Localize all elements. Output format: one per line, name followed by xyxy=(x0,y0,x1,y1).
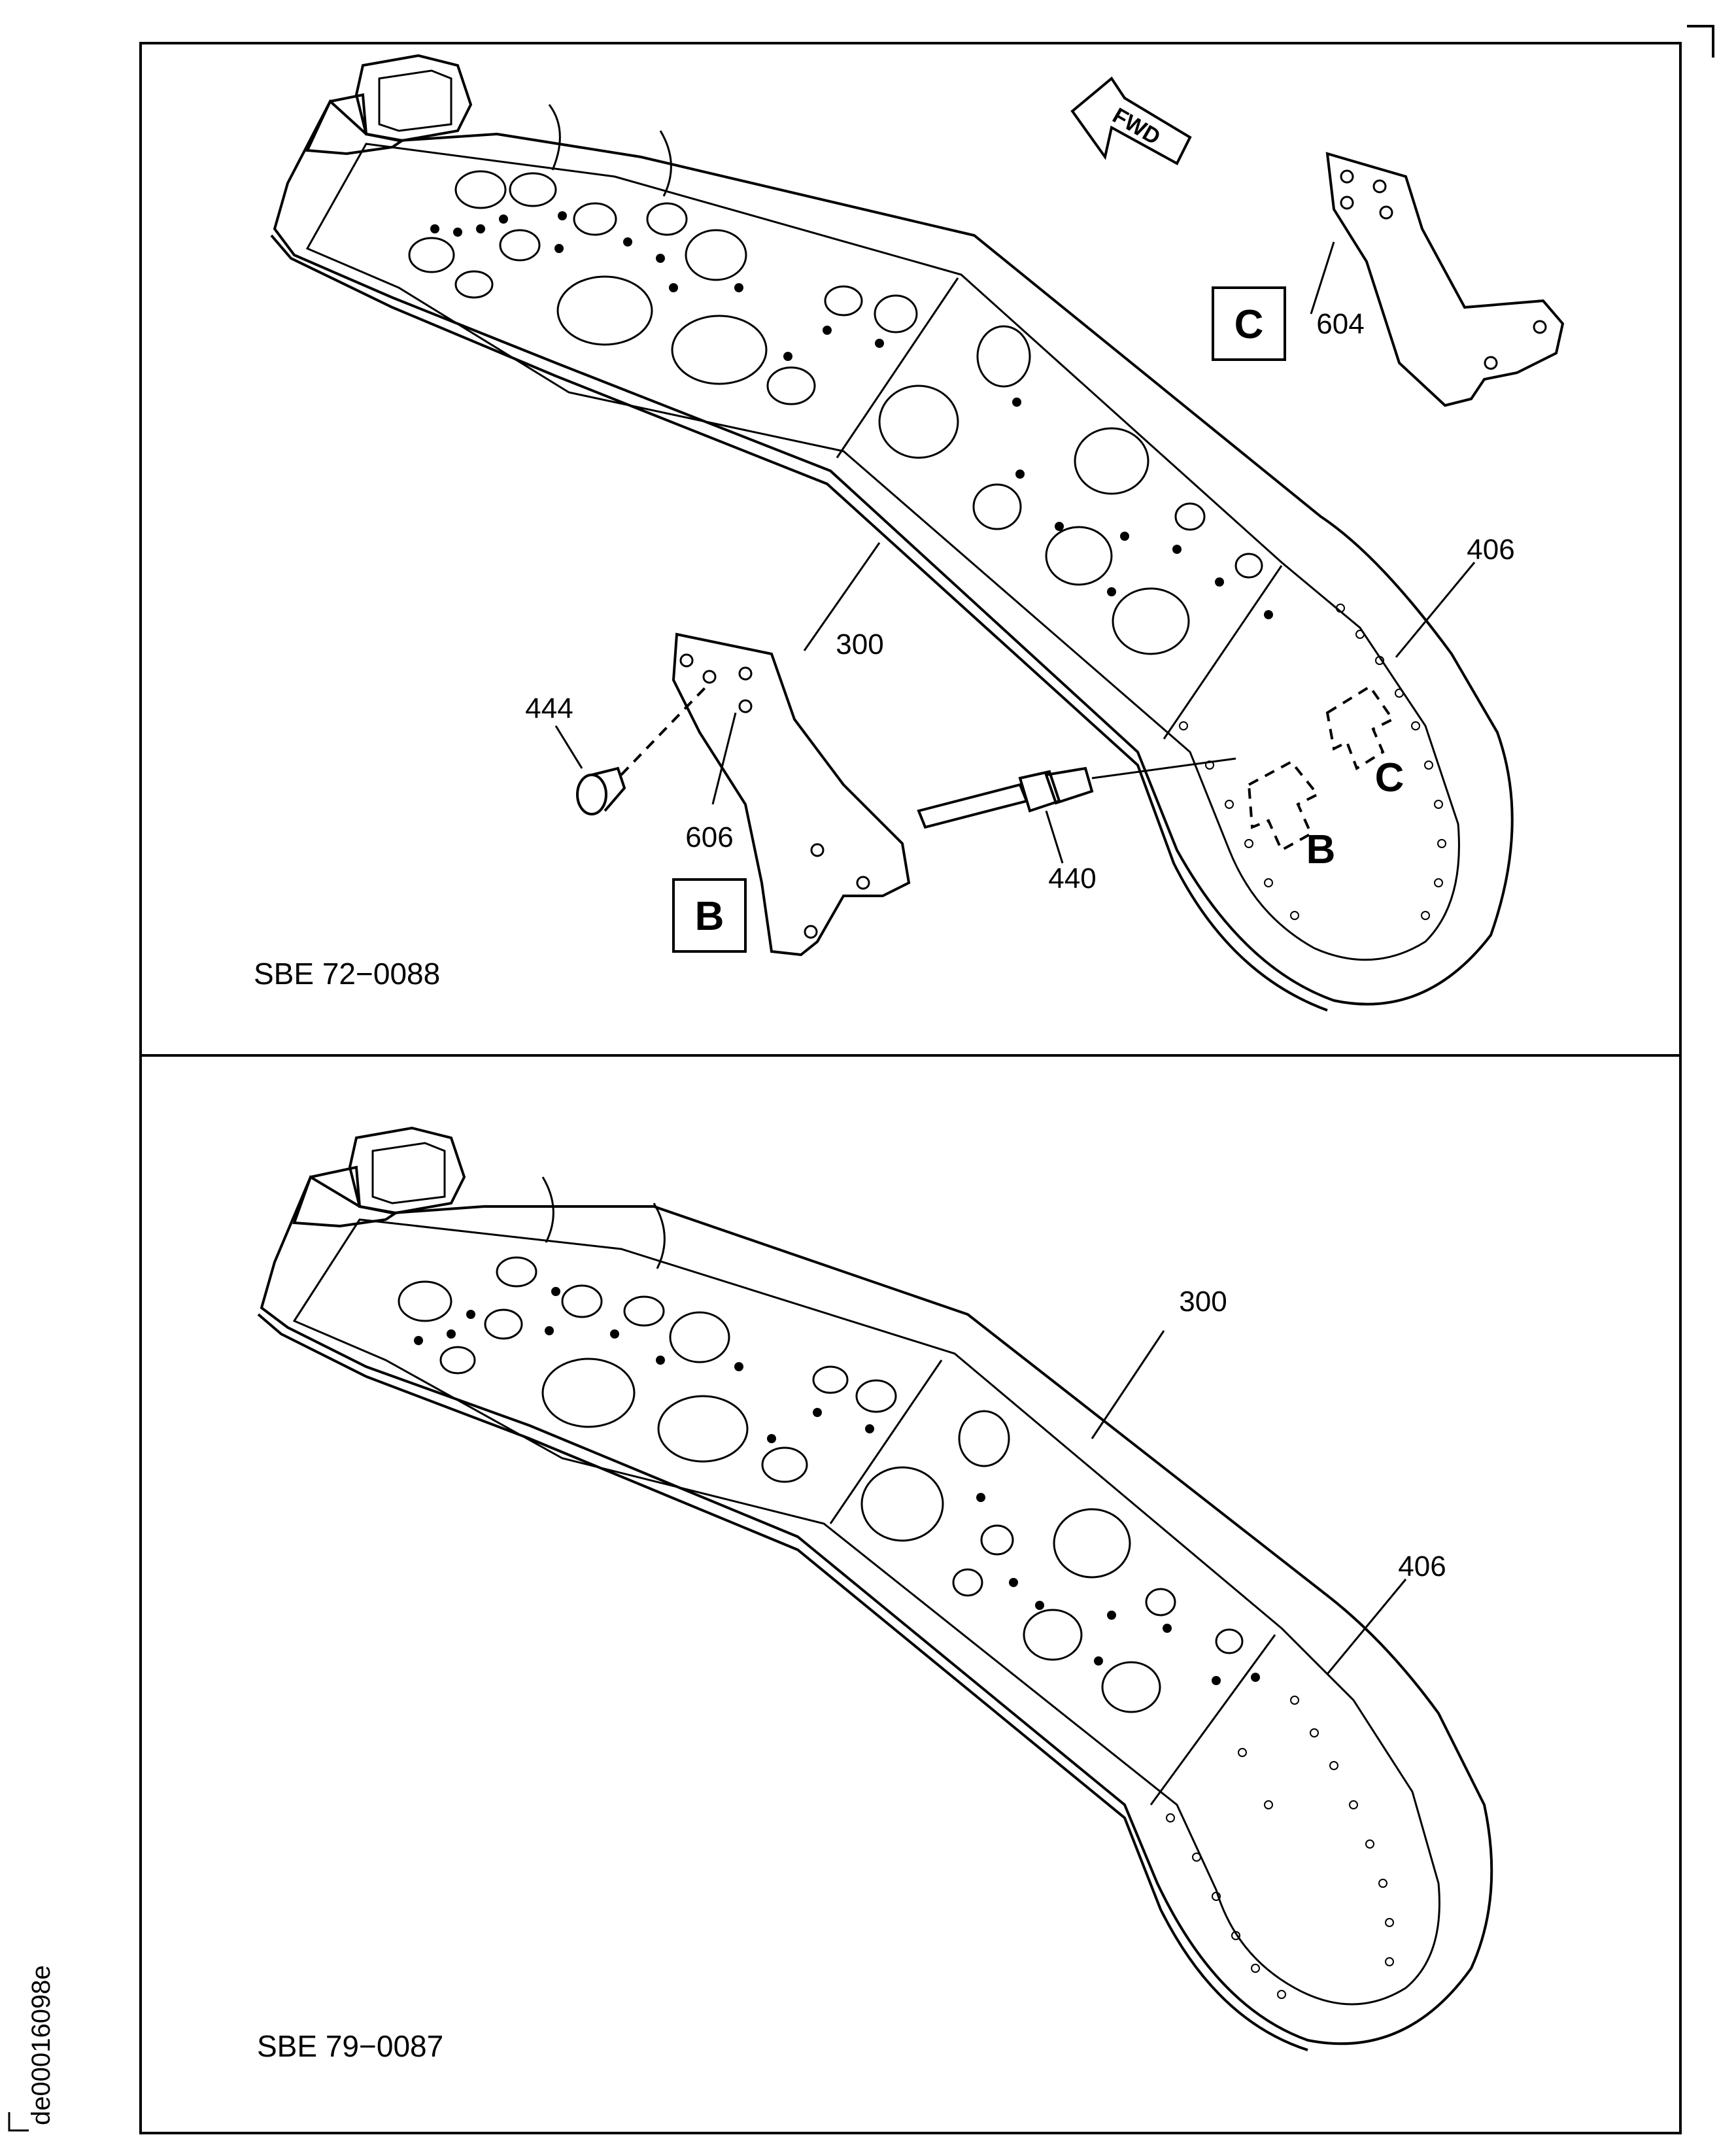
leader-300-lower xyxy=(1091,1330,1165,1439)
document-id: de00016098e xyxy=(27,1965,56,2125)
leader-300-upper xyxy=(803,542,881,651)
callout-440: 440 xyxy=(1048,863,1096,895)
corner-mark xyxy=(1687,25,1714,58)
forward-direction-arrow: FWD xyxy=(1070,77,1192,165)
lower-panel-frame xyxy=(139,1054,1682,2134)
rivet-440 xyxy=(917,757,1236,829)
callout-606: 606 xyxy=(685,821,733,853)
lower-beam-assembly xyxy=(257,1126,1493,2051)
view-c-box xyxy=(1212,286,1286,361)
lower-rivet-holes xyxy=(414,1287,1260,1685)
document-id-bracket xyxy=(8,2112,29,2132)
leader-604 xyxy=(1310,241,1335,315)
callout-300-lower: 300 xyxy=(1179,1286,1227,1318)
callout-406-lower: 406 xyxy=(1398,1550,1446,1582)
view-b-box xyxy=(672,878,747,953)
view-arrow-c xyxy=(1325,685,1395,770)
leader-406-upper xyxy=(1395,562,1476,658)
bracket-604 xyxy=(1325,152,1565,407)
callout-406-upper: 406 xyxy=(1467,534,1514,566)
fwd-label: FWD xyxy=(1108,103,1165,150)
callout-300-upper: 300 xyxy=(836,628,883,660)
callout-444: 444 xyxy=(525,692,573,725)
view-c-box-label: C xyxy=(1234,302,1264,347)
callout-604: 604 xyxy=(1316,308,1364,340)
upper-beam-assembly xyxy=(270,54,1514,1012)
view-b-box-label: B xyxy=(695,894,724,939)
view-c-arrow-label: C xyxy=(1375,755,1404,800)
leader-444 xyxy=(554,725,583,769)
upper-rivet-holes xyxy=(430,211,1273,619)
lower-reference-label: SBE 79−0087 xyxy=(257,2029,443,2063)
lower-fitting-rivets xyxy=(1166,1696,1394,1999)
upper-fitting-rivets xyxy=(1179,604,1446,920)
leader-606 xyxy=(711,712,737,805)
view-arrow-b xyxy=(1247,760,1320,852)
leader-440 xyxy=(1045,810,1064,864)
upper-reference-label: SBE 72−0088 xyxy=(254,957,440,991)
view-b-arrow-label: B xyxy=(1306,827,1336,872)
pin-444 xyxy=(576,685,707,815)
leader-406-lower xyxy=(1326,1579,1407,1675)
